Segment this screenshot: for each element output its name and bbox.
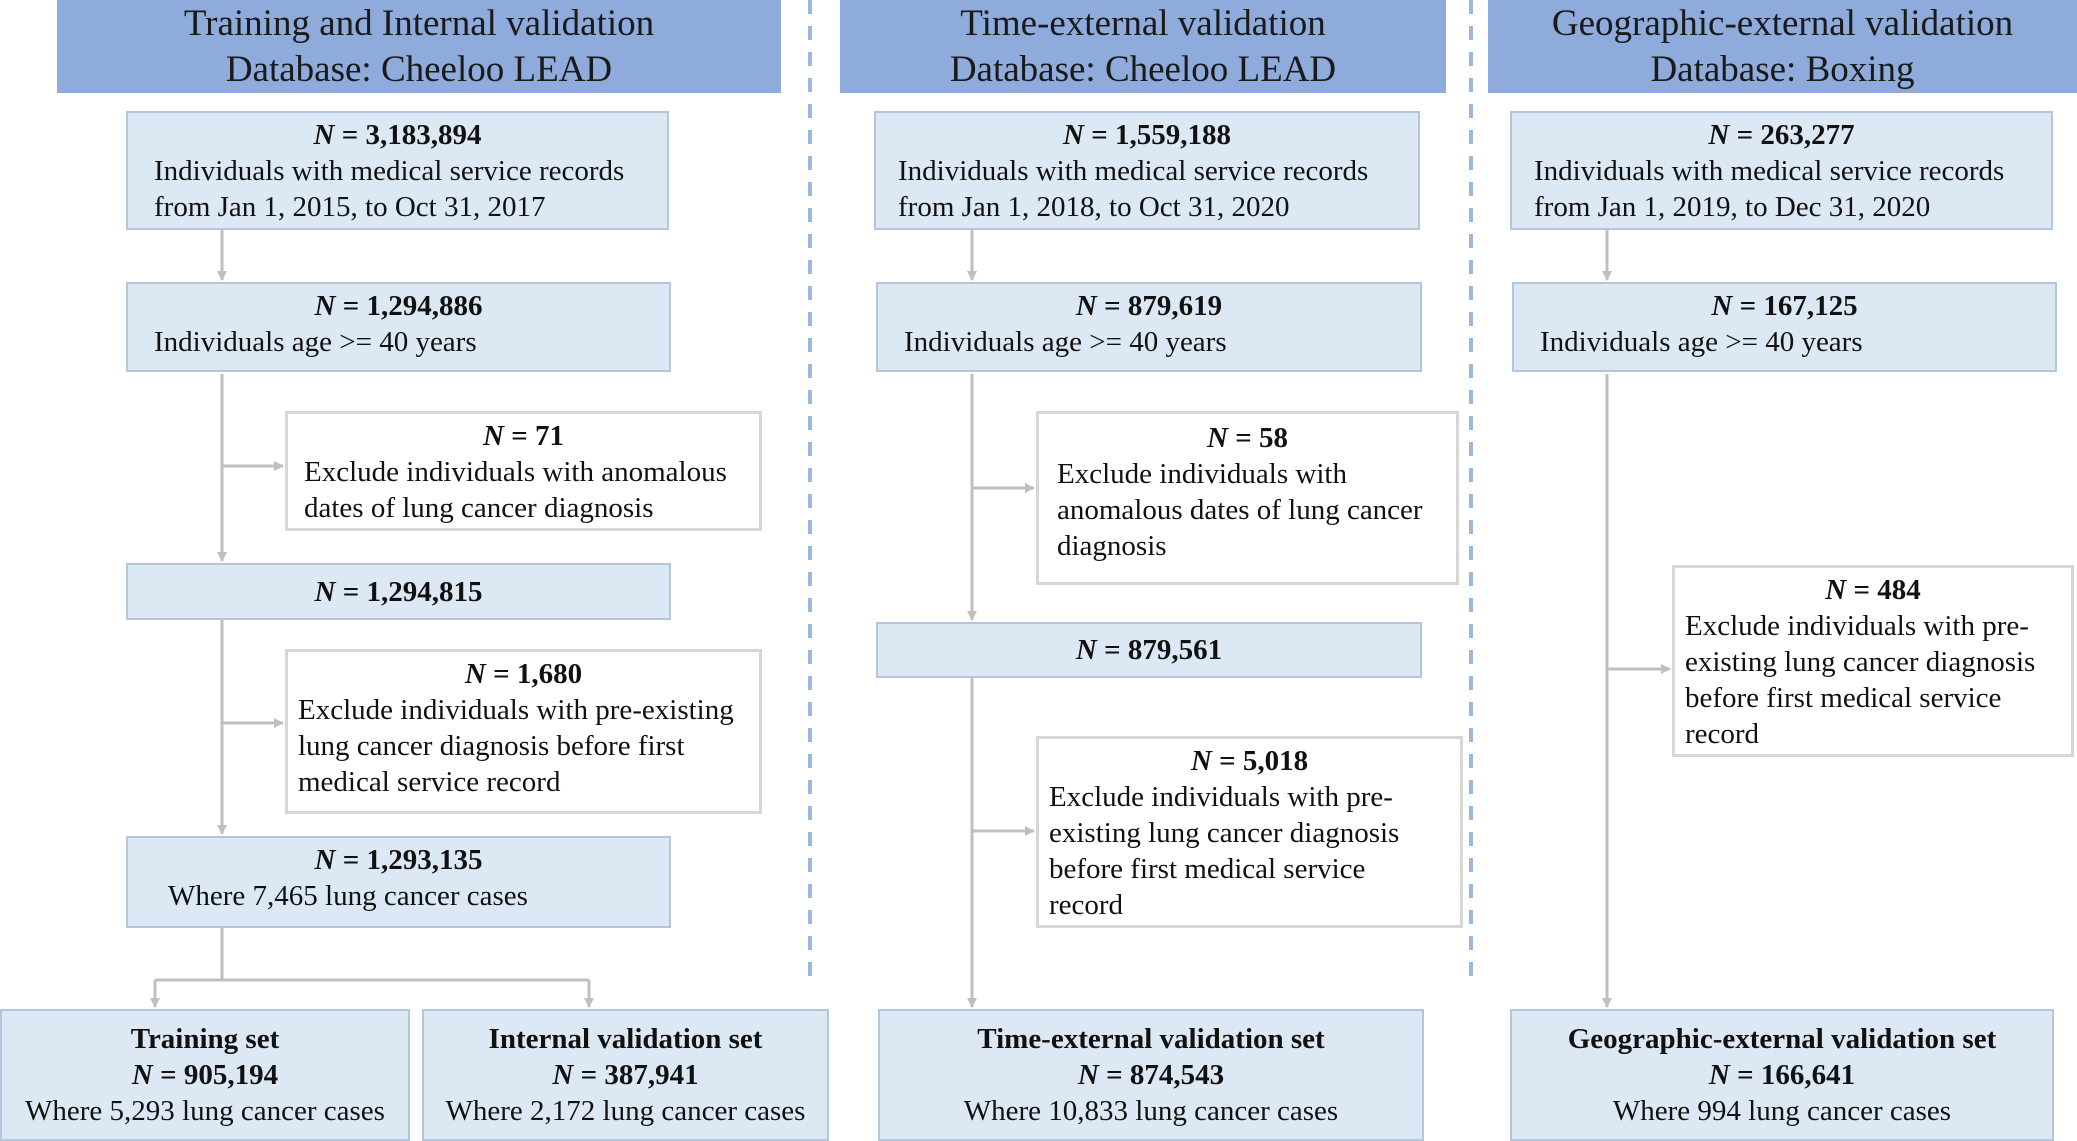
box-c1-all-records: N = 3,183,894 Individuals with medical s… — [126, 111, 669, 230]
box-text: Exclude individuals with — [1057, 458, 1347, 490]
final-title: Internal validation set — [488, 1023, 763, 1055]
header-geo: Geographic-external validation Database:… — [1488, 0, 2077, 93]
box-text: Where 994 lung cancer cases — [1612, 1095, 1952, 1127]
box-text: medical service record — [298, 766, 561, 798]
count-line: N = 1,680 — [464, 658, 583, 690]
count-value: 263,277 — [1760, 119, 1855, 151]
count-line: N = 879,619 — [1075, 290, 1223, 322]
count-value: 167,125 — [1763, 290, 1858, 322]
box-text: diagnosis — [1057, 530, 1167, 562]
box-text: Where 7,465 lung cancer cases — [168, 880, 528, 912]
count-value: 1,294,815 — [366, 575, 483, 608]
box-text: lung cancer diagnosis before first — [298, 730, 685, 762]
box-text: record — [1685, 718, 1760, 750]
final-title: Training set — [130, 1023, 280, 1055]
count-value: 879,619 — [1127, 290, 1223, 322]
box-text: Exclude individuals with anomalous — [304, 456, 727, 488]
box-text: from Jan 1, 2019, to Dec 31, 2020 — [1534, 191, 1931, 223]
header-time: Time-external validation Database: Cheel… — [840, 0, 1446, 93]
box-text: Exclude individuals with pre- — [1049, 781, 1393, 813]
final-geographic-external-set: Geographic-external validation set N = 1… — [1510, 1009, 2054, 1141]
box-text: Individuals with medical service records — [154, 155, 625, 187]
count-value: 905,194 — [183, 1059, 279, 1091]
header-training-line1: Training and Internal validation — [183, 2, 655, 44]
count-line: N = 3,183,894 — [313, 119, 482, 151]
count-value: 1,294,886 — [366, 290, 483, 322]
count-line: N = 263,277 — [1708, 119, 1855, 151]
count-line: N = 5,018 — [1190, 745, 1309, 777]
count-value: 874,543 — [1129, 1059, 1225, 1091]
box-text: from Jan 1, 2018, to Oct 31, 2020 — [898, 191, 1290, 223]
box-c2-after-anomalous: N = 879,561 — [876, 622, 1422, 678]
count-line: N = 1,294,886 — [314, 290, 483, 322]
header-geo-line2: Database: Boxing — [1650, 48, 1915, 90]
final-title: Time-external validation set — [977, 1023, 1325, 1055]
box-text: Individuals with medical service records — [1534, 155, 2005, 187]
count-line: N = 879,561 — [1075, 634, 1223, 666]
exclusion-c1-anomalous-dates: N = 71 Exclude individuals with anomalou… — [285, 411, 762, 531]
box-text: Exclude individuals with pre- — [1685, 610, 2029, 642]
box-text: anomalous dates of lung cancer — [1057, 494, 1423, 526]
count-line: N = 1,293,135 — [314, 844, 483, 876]
count-line: N = 1,559,188 — [1063, 119, 1231, 151]
header-training-line2: Database: Cheeloo LEAD — [225, 48, 613, 90]
box-text: Individuals age >= 40 years — [154, 326, 477, 358]
exclusion-c1-preexisting: N = 1,680 Exclude individuals with pre-e… — [285, 649, 762, 814]
box-c1-after-anomalous: N = 1,294,815 — [126, 563, 671, 620]
box-text: Where 10,833 lung cancer cases — [963, 1095, 1339, 1127]
box-text: before first medical service — [1049, 853, 1366, 885]
count-value: 71 — [534, 420, 564, 452]
count-value: 58 — [1258, 422, 1288, 454]
final-title: Geographic-external validation set — [1567, 1023, 1997, 1055]
count-line: N = 58 — [1207, 422, 1288, 454]
box-text: existing lung cancer diagnosis — [1049, 817, 1400, 849]
count-value: 5,018 — [1242, 745, 1309, 777]
count-value: 387,941 — [604, 1059, 699, 1091]
box-text: from Jan 1, 2015, to Oct 31, 2017 — [154, 191, 546, 223]
count-value: 1,293,135 — [366, 844, 483, 876]
count-value: 166,641 — [1760, 1059, 1856, 1091]
box-text: Exclude individuals with pre-existing — [298, 694, 734, 726]
count-value: 1,559,188 — [1114, 119, 1231, 151]
box-text: Individuals age >= 40 years — [1540, 326, 1863, 358]
count-value: 1,680 — [516, 658, 583, 690]
header-geo-line1: Geographic-external validation — [1551, 2, 2014, 44]
box-c1-after-preexisting: N = 1,293,135 Where 7,465 lung cancer ca… — [126, 836, 671, 928]
count-line: N = 484 — [1825, 574, 1921, 606]
exclusion-c3-preexisting: N = 484 Exclude individuals with pre- ex… — [1672, 565, 2074, 757]
box-text: Where 2,172 lung cancer cases — [445, 1095, 806, 1127]
final-internal-validation-set: Internal validation set N = 387,941 Wher… — [422, 1009, 829, 1141]
count-value: 484 — [1877, 574, 1921, 606]
header-time-line2: Database: Cheeloo LEAD — [949, 48, 1337, 90]
box-text: Where 5,293 lung cancer cases — [25, 1095, 385, 1127]
exclusion-c2-preexisting: N = 5,018 Exclude individuals with pre- … — [1036, 736, 1463, 928]
box-text: existing lung cancer diagnosis — [1685, 646, 2036, 678]
box-text: Individuals with medical service records — [898, 155, 1369, 187]
box-text: dates of lung cancer diagnosis — [304, 492, 654, 524]
box-text: record — [1049, 889, 1124, 921]
header-time-line1: Time-external validation — [960, 2, 1326, 44]
box-text: Individuals age >= 40 years — [904, 326, 1227, 358]
count-value: 3,183,894 — [365, 119, 482, 151]
count-value: 879,561 — [1127, 634, 1223, 666]
count-line: N = 387,941 — [552, 1059, 699, 1091]
box-c3-all-records: N = 263,277 Individuals with medical ser… — [1510, 111, 2053, 230]
count-line: N = 167,125 — [1711, 290, 1858, 322]
box-c3-age: N = 167,125 Individuals age >= 40 years — [1512, 282, 2057, 372]
header-training: Training and Internal validation Databas… — [57, 0, 781, 93]
count-line: N = 905,194 — [131, 1059, 279, 1091]
box-c2-age: N = 879,619 Individuals age >= 40 years — [876, 282, 1422, 372]
final-time-external-set: Time-external validation set N = 874,543… — [878, 1009, 1424, 1141]
box-c2-all-records: N = 1,559,188 Individuals with medical s… — [874, 111, 1420, 230]
final-training-set: Training set N = 905,194 Where 5,293 lun… — [0, 1009, 410, 1141]
count-line: N = 71 — [483, 420, 564, 452]
count-line: N = 874,543 — [1077, 1059, 1225, 1091]
box-text: before first medical service — [1685, 682, 2002, 714]
count-line: N = 1,294,815 — [314, 575, 483, 608]
count-line: N = 166,641 — [1708, 1059, 1856, 1091]
box-c1-age: N = 1,294,886 Individuals age >= 40 year… — [126, 282, 671, 372]
exclusion-c2-anomalous-dates: N = 58 Exclude individuals with anomalou… — [1036, 411, 1459, 585]
